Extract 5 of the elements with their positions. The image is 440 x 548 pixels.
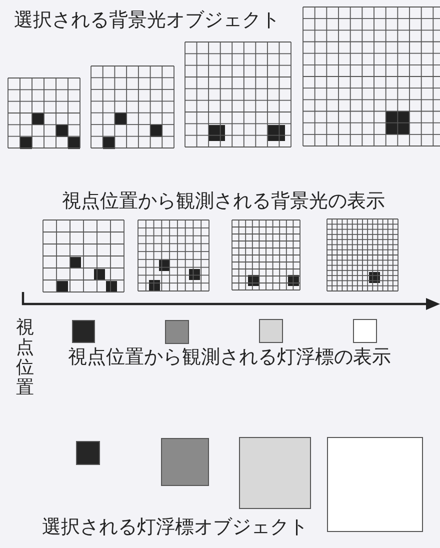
caption: 選択される灯浮標オブジェクト <box>42 518 308 537</box>
caption: 視点位置から観測される灯浮標の表示 <box>68 348 391 367</box>
axis-label: 視点位置 <box>16 318 35 398</box>
caption: 視点位置から観測される背景光の表示 <box>62 192 385 211</box>
caption: 選択される背景光オブジェクト <box>14 11 280 30</box>
